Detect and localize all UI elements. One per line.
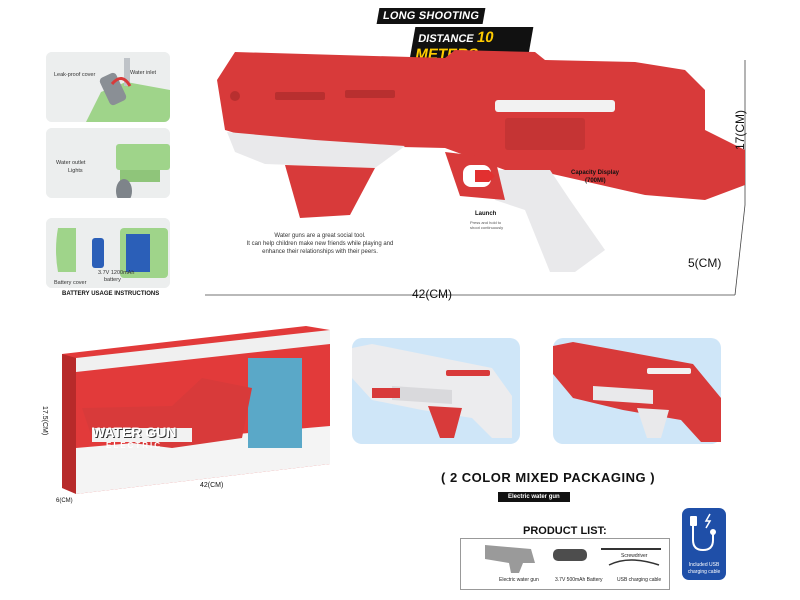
battery-illustration (46, 218, 170, 288)
description: Water guns are a great social tool. It c… (240, 232, 400, 256)
red-variant-bubble (553, 338, 721, 444)
depth-dimension: 5(CM) (688, 256, 722, 270)
description-line1: Water guns are a great social tool. (274, 233, 366, 239)
mixed-packaging-label: ( 2 COLOR MIXED PACKAGING ) (441, 470, 656, 485)
product-list-images (485, 545, 661, 573)
product-item-gun: Electric water gun (499, 577, 539, 583)
product-list-box: Electric water gun 3.7V 500mAh Battery S… (460, 538, 670, 590)
panel2-label-b: Lights (68, 168, 83, 174)
usb-label2: charging cable (687, 569, 721, 575)
red-variant-gun (553, 342, 721, 442)
usb-cable-icon (690, 513, 716, 552)
launch-callout: Launch (475, 211, 497, 217)
panel3-label-c: battery (104, 277, 121, 283)
panel1-label-b: Water inlet (130, 70, 157, 76)
launch-callout-sub2: shoot continuously (470, 225, 504, 230)
length-dimension: 42(CM) (412, 287, 453, 301)
usb-label1: Included USB (688, 562, 720, 568)
capacity-callout-sub: (700Ml) (585, 178, 606, 184)
packaging-tag: Electric water gun (498, 492, 570, 502)
white-variant-gun (352, 344, 512, 438)
height-dimension: 17(CM) (733, 109, 747, 150)
launch-callout-sub: Press and hold to (470, 220, 502, 225)
description-line3: enhance their relationships with their p… (262, 249, 378, 256)
detail-panel-outlet: Water outlet Lights (46, 128, 170, 198)
panel3-label-a: Battery cover (54, 280, 87, 286)
battery-caption: BATTERY USAGE INSTRUCTIONS (62, 291, 160, 297)
box-subtitle: ELECTRIC (106, 441, 162, 450)
white-variant-bubble (352, 338, 520, 444)
panel3-label-b: 3.7V 1200mAh (98, 270, 135, 276)
description-line2: It can help children make new friends wh… (246, 241, 394, 248)
product-item-screwdriver: Screwdriver (621, 553, 648, 559)
detail-panel-cover: Leak-proof cover Water inlet (46, 52, 170, 122)
box-width: 42(CM) (200, 482, 224, 489)
product-item-cable: USB charging cable (617, 577, 662, 583)
usb-cable-badge: Included USB charging cable (682, 508, 726, 580)
product-item-battery: 3.7V 500mAh Battery (555, 577, 603, 583)
retail-box-illustration (62, 326, 330, 494)
box-depth: 6(CM) (56, 498, 73, 504)
box-title: WATER GUN (92, 424, 177, 440)
box-height: 17.5(CM) (41, 406, 48, 436)
detail-panel-battery: 3.7V 1200mAh battery Battery cover (46, 218, 170, 288)
outlet-illustration (46, 128, 170, 198)
banner-line1: LONG SHOOTING (376, 8, 486, 24)
panel2-label-a: Water outlet (56, 160, 86, 166)
cover-illustration (46, 52, 170, 122)
product-list-title: PRODUCT LIST: (523, 525, 607, 537)
panel1-label-a: Leak-proof cover (54, 72, 96, 78)
main-gun-illustration (205, 50, 746, 296)
capacity-callout: Capacity Display (571, 170, 620, 176)
